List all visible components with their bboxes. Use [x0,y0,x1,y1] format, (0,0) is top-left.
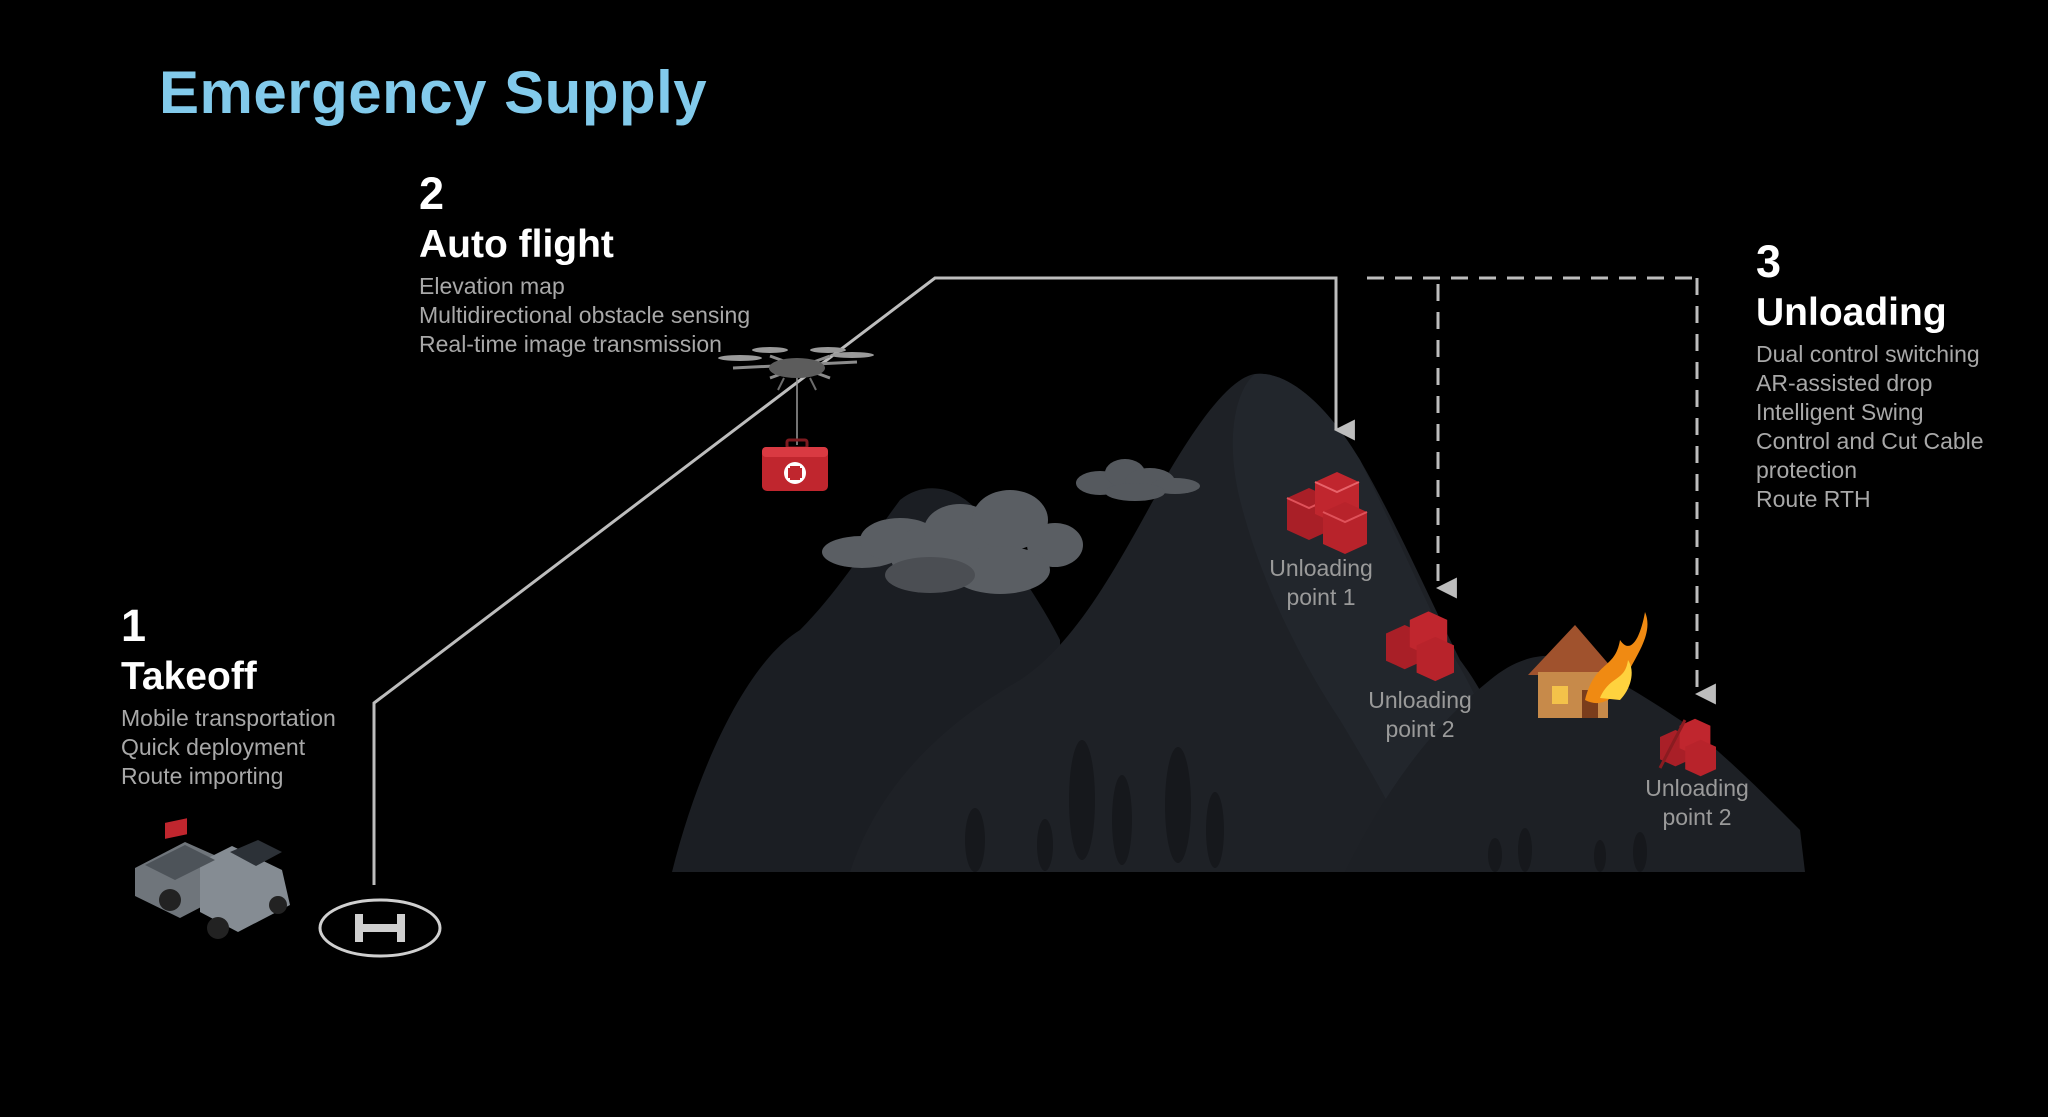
step-number: 2 [419,168,445,219]
feature-item: Route importing [121,763,284,789]
feature-item: Quick deployment [121,734,306,760]
feature-item: Route RTH [1756,486,1871,512]
feature-item: Real-time image transmission [419,331,722,357]
feature-item: Elevation map [419,273,565,299]
step-takeoff: 1 Takeoff Mobile transportation Quick de… [121,600,336,791]
feature-item: AR-assisted drop [1756,370,1933,396]
mountain-right [1345,655,1805,872]
tree-silhouettes [965,740,1647,872]
step-heading: Auto flight [419,223,614,266]
unloading-point-3-label: Unloading point 2 [1645,775,1749,830]
feature-item: protection [1756,457,1858,483]
pickup-truck-icon [135,818,290,939]
helipad-icon [318,898,442,958]
burning-house-icon [1528,612,1648,718]
feature-list: Mobile transportation Quick deployment R… [121,704,336,791]
supply-boxes-icon [1286,472,1368,554]
step-number: 3 [1756,236,1782,287]
feature-item: Control and Cut Cable [1756,428,1984,454]
feature-list: Elevation map Multidirectional obstacle … [419,272,750,359]
supply-boxes-icon [1660,718,1716,777]
drone-icon [718,347,874,445]
feature-list: Dual control switching AR-assisted drop … [1756,340,2016,514]
page-title: Emergency Supply [159,59,708,126]
unloading-point-1-label: Unloading point 1 [1269,555,1373,610]
feature-item: Multidirectional obstacle sensing [419,302,751,328]
cloud-icon [822,490,1083,594]
flight-route-line [372,276,1355,885]
step-auto-flight: 2 Auto flight Elevation map Multidirecti… [419,168,750,359]
feature-item: Dual control switching [1756,341,1980,367]
step-heading: Takeoff [121,655,257,698]
step-number: 1 [121,600,147,651]
cut-cable [1658,719,1687,769]
first-aid-kit-icon [762,438,828,491]
feature-item: Intelligent Swing [1756,399,1924,425]
step-unloading: 3 Unloading Dual control switching AR-as… [1756,236,2016,514]
cloud-small-icon [1076,459,1200,501]
feature-item: Mobile transportation [121,705,336,731]
unloading-point-2-label: Unloading point 2 [1368,687,1472,742]
supply-boxes-icon [1386,611,1454,682]
step-heading: Unloading [1756,291,1947,334]
